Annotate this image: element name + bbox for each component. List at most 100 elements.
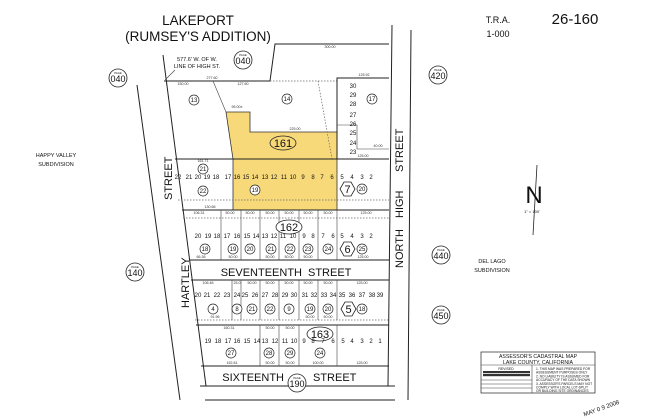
dimension-label: 50.00 bbox=[324, 211, 333, 215]
svg-text:19: 19 bbox=[230, 247, 237, 253]
parcel-number[interactable]: 4 bbox=[207, 303, 219, 315]
parcel-number[interactable]: 29 bbox=[284, 347, 296, 359]
svg-text:162: 162 bbox=[280, 222, 298, 234]
dimension-label: 50.00 bbox=[229, 255, 238, 259]
lot-number: 9 bbox=[302, 234, 306, 240]
block-163-boundaries bbox=[201, 325, 389, 367]
lot-number: 31 bbox=[302, 293, 309, 299]
svg-text:7: 7 bbox=[344, 184, 350, 196]
lot-number: 3 bbox=[360, 339, 364, 345]
lot-number: 14 bbox=[252, 175, 259, 181]
parcel-number[interactable]: 19 bbox=[249, 184, 261, 196]
hartley-street-lines bbox=[136, 54, 207, 401]
dimension-label: 50.00 bbox=[285, 281, 294, 285]
svg-text:27: 27 bbox=[228, 351, 235, 357]
lot-number: 17 bbox=[225, 339, 232, 345]
dimension-label: 50.00 bbox=[226, 211, 235, 215]
parcel-number[interactable]: 20 bbox=[244, 243, 256, 255]
parcel-number[interactable]: 21 bbox=[197, 163, 209, 175]
lot-number: 15 bbox=[244, 339, 251, 345]
parcel-number[interactable]: 19 bbox=[304, 303, 316, 315]
svg-text:22: 22 bbox=[200, 189, 207, 195]
lot-number: 2 bbox=[369, 175, 373, 181]
lot-number: 16 bbox=[234, 339, 241, 345]
dimension-label: 50.00 bbox=[306, 315, 315, 319]
page-ref-label: PAGE bbox=[437, 248, 445, 252]
dimension-label: 125.00 bbox=[358, 154, 369, 158]
lot-number: 25 bbox=[242, 293, 249, 299]
dimension-label: 125.00 bbox=[358, 255, 369, 259]
svg-text:21: 21 bbox=[200, 167, 207, 173]
dimension-label: 50.00 bbox=[266, 361, 275, 365]
dimension-label: 25.0 bbox=[234, 281, 241, 285]
lot-number: 36 bbox=[349, 293, 356, 299]
parcel-number[interactable]: 22 bbox=[197, 185, 209, 197]
svg-text:20: 20 bbox=[359, 187, 366, 193]
lot-number: 16 bbox=[234, 234, 241, 240]
parcel-number[interactable]: 28 bbox=[263, 347, 275, 359]
parcel-number[interactable]: 9 bbox=[283, 303, 295, 315]
parcel-number[interactable]: 8 bbox=[231, 303, 243, 315]
dimension-label: 152.81 bbox=[227, 361, 238, 365]
parcel-number[interactable]: 17 bbox=[366, 93, 378, 105]
parcel-number[interactable]: 21 bbox=[265, 243, 277, 255]
parcel-number[interactable]: 19 bbox=[227, 243, 239, 255]
parcel-number[interactable]: 18 bbox=[356, 303, 368, 315]
map-title: LAKEPORT bbox=[162, 13, 234, 28]
page-ref-label: PAGE bbox=[437, 308, 445, 312]
north-high-street-lines bbox=[387, 24, 412, 401]
svg-text:24: 24 bbox=[317, 351, 324, 357]
parcel-number[interactable]: 20 bbox=[356, 183, 368, 195]
map-book-page-number: 26-160 bbox=[552, 11, 599, 28]
svg-text:13: 13 bbox=[191, 98, 198, 104]
block-161-boundaries bbox=[164, 43, 389, 211]
lot-number: 13 bbox=[262, 234, 269, 240]
parcel-number[interactable]: 20 bbox=[322, 303, 334, 315]
parcel-number[interactable]: 24 bbox=[314, 347, 326, 359]
lot-number: 5 bbox=[340, 175, 344, 181]
dimension-label: 50.00 bbox=[304, 281, 313, 285]
svg-text:18: 18 bbox=[202, 247, 209, 253]
lot-number: 27 bbox=[262, 293, 269, 299]
parcel-number[interactable]: 22 bbox=[264, 303, 276, 315]
parcel-number[interactable]: 18 bbox=[199, 243, 211, 255]
svg-text:6: 6 bbox=[344, 244, 350, 256]
parcel-number[interactable]: 23 bbox=[302, 243, 314, 255]
parcel-number[interactable]: 24 bbox=[322, 243, 334, 255]
lot-number: 9 bbox=[301, 175, 305, 181]
dimension-label: 66.36 bbox=[197, 255, 206, 259]
lot-number: 29 bbox=[282, 293, 289, 299]
parcel-number[interactable]: 25 bbox=[356, 243, 368, 255]
parcel-number[interactable]: 13 bbox=[188, 94, 200, 106]
block-163-label: 163 bbox=[306, 326, 334, 342]
lot-number: 14 bbox=[253, 234, 260, 240]
dimension-label: 106.31 bbox=[194, 211, 205, 215]
parcel-number[interactable]: 14 bbox=[281, 93, 293, 105]
lot-number: 13 bbox=[262, 339, 269, 345]
lot-number: 13 bbox=[262, 175, 269, 181]
dimension-label: 50.00 bbox=[286, 326, 295, 330]
lot-number: 17 bbox=[225, 175, 232, 181]
parcel-number[interactable]: 22 bbox=[284, 243, 296, 255]
svg-text:5: 5 bbox=[345, 304, 351, 316]
dimension-label: 160.31 bbox=[224, 326, 235, 330]
lot-number: 11 bbox=[280, 234, 287, 240]
lot-number: 38 bbox=[369, 293, 376, 299]
lot-number: 2 bbox=[369, 234, 373, 240]
dimension-label: 106.46 bbox=[203, 281, 214, 285]
lot-number: 20 bbox=[195, 293, 202, 299]
lot-number: 15 bbox=[243, 175, 250, 181]
legend-note: 1. THIS MAP WAS PREPARED FOR bbox=[536, 367, 591, 371]
dimension-label: 50.00 bbox=[324, 281, 333, 285]
parcel-number[interactable]: 21 bbox=[246, 303, 258, 315]
parcel-number[interactable]: 27 bbox=[225, 347, 237, 359]
highlighted-parcel-area[interactable] bbox=[225, 111, 338, 211]
lot-number: 8 bbox=[311, 175, 315, 181]
